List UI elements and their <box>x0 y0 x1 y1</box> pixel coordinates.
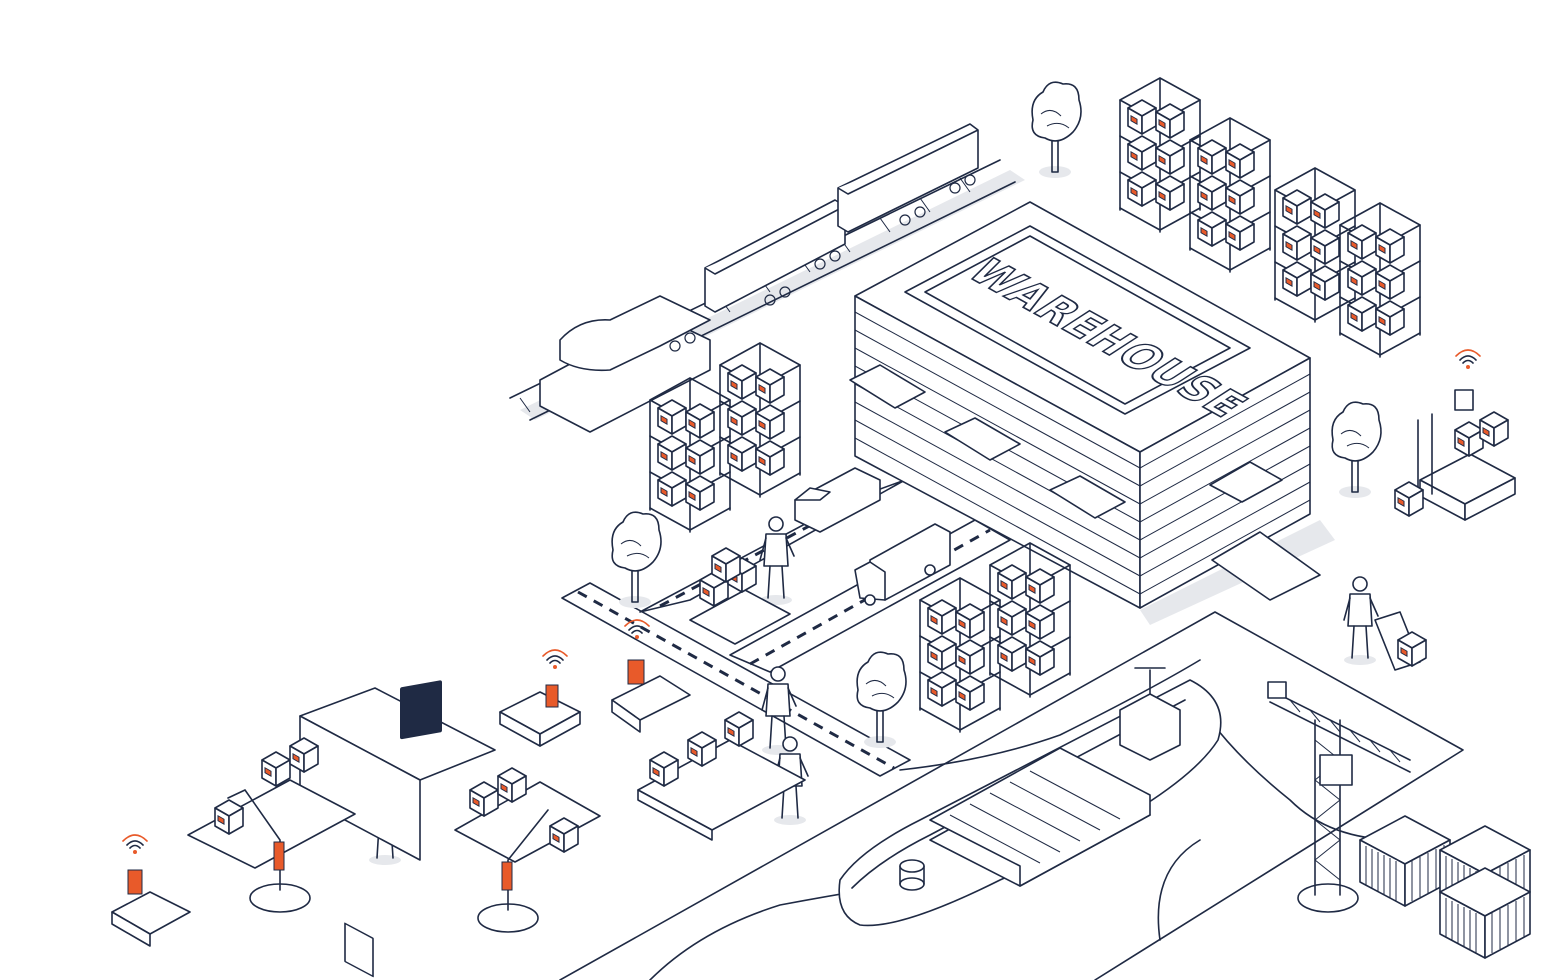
freight-train <box>509 123 1025 433</box>
shipping-container-icon <box>1359 815 1451 907</box>
port-crane <box>1267 681 1411 913</box>
production-line <box>187 680 601 978</box>
tree-icon <box>856 651 907 749</box>
wifi-signal-icon <box>122 834 148 855</box>
cargo-ship <box>838 667 1222 927</box>
workers <box>368 516 1427 866</box>
agv-robots <box>111 619 691 947</box>
wifi-signal-icon <box>542 649 568 670</box>
wifi-signal-icon <box>1455 349 1481 370</box>
warehouse-building: WAREHOUSE <box>849 201 1335 625</box>
pallet-boxes <box>637 547 806 841</box>
forklift-robot <box>1394 349 1516 521</box>
shipping-containers <box>1359 815 1531 959</box>
delivery-vehicles <box>794 467 951 606</box>
tree-icon <box>1031 81 1082 179</box>
tree-icon <box>1331 401 1382 499</box>
tree-icon <box>611 511 662 609</box>
